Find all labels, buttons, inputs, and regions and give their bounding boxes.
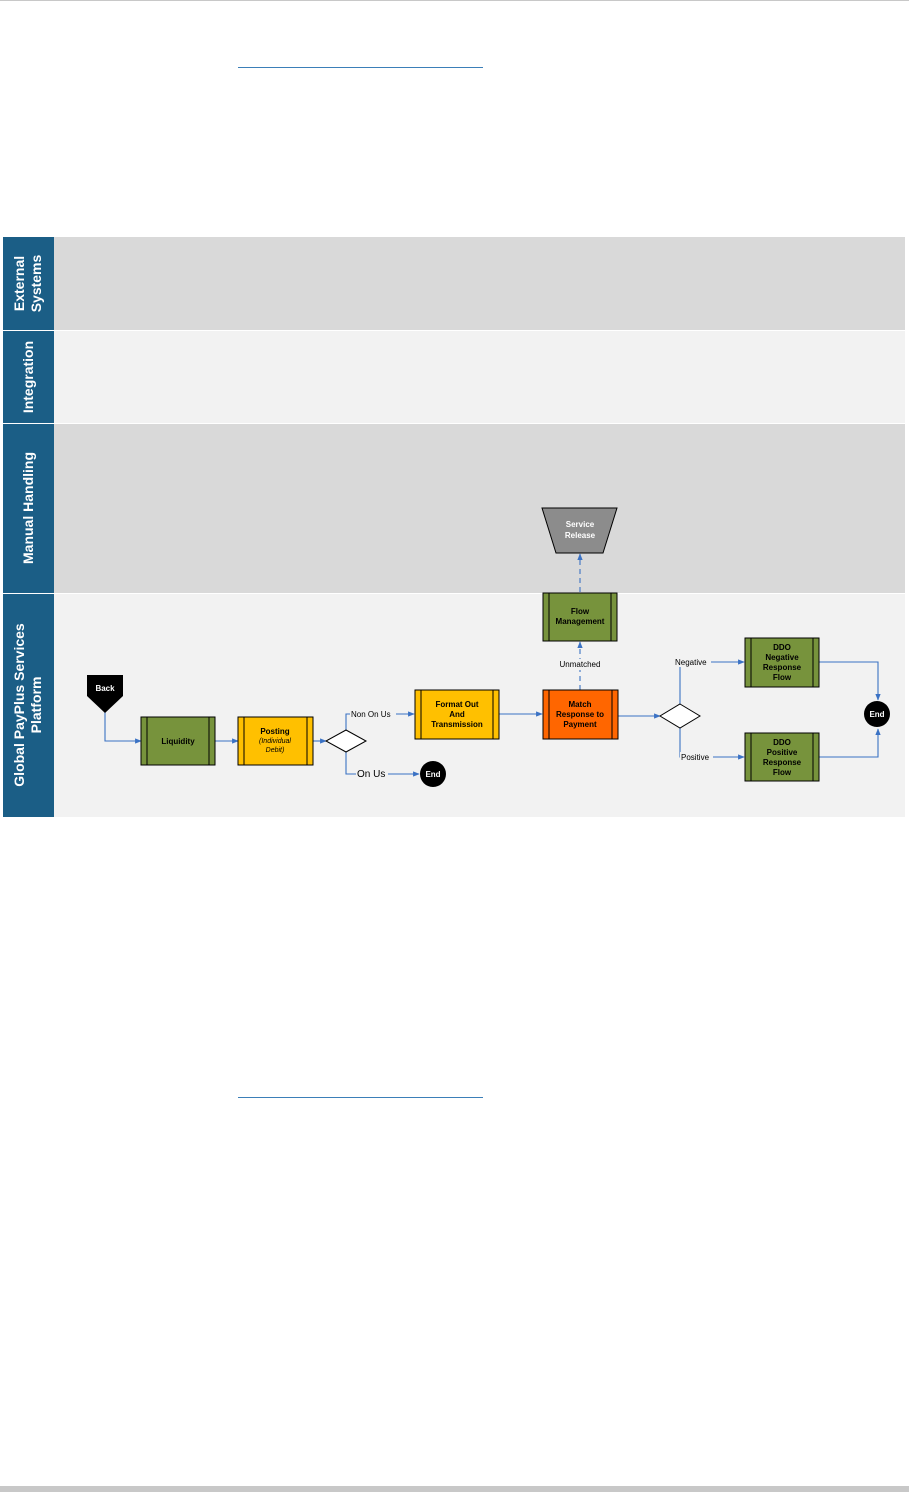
service-release-shape bbox=[541, 507, 618, 554]
lane-external-systems bbox=[54, 237, 905, 330]
back-connector bbox=[87, 675, 123, 713]
decision-on-us bbox=[324, 729, 368, 753]
edge-label-non-on-us: Non On Us bbox=[351, 710, 391, 719]
end-label-1: End bbox=[425, 770, 440, 779]
lane-label-integration: Integration bbox=[20, 341, 36, 413]
edge-negative-end bbox=[819, 661, 881, 701]
link-underline bbox=[238, 67, 483, 68]
liquidity-label: Liquidity bbox=[161, 737, 195, 746]
ddo-negative-box bbox=[744, 637, 820, 688]
edge-back-liquidity bbox=[104, 712, 142, 744]
end-label-2: End bbox=[869, 710, 884, 719]
ddo-negative-label-4: Flow bbox=[773, 673, 792, 682]
ddo-positive-label-1: DDO bbox=[773, 738, 791, 747]
lane-label-external-1: External bbox=[11, 256, 27, 311]
lane-label-external-2: Systems bbox=[28, 254, 44, 312]
edge-label-positive: Positive bbox=[681, 753, 710, 762]
top-divider bbox=[0, 0, 909, 1]
ddo-negative-label-2: Negative bbox=[765, 653, 799, 662]
lane-header-external bbox=[3, 237, 54, 330]
end-node-1 bbox=[420, 761, 446, 787]
ddo-positive-label-2: Positive bbox=[767, 748, 798, 757]
lane-manual-handling bbox=[54, 424, 905, 593]
match-label-2: Response to bbox=[556, 710, 604, 719]
format-out-box bbox=[414, 689, 500, 740]
link-underline bbox=[238, 1097, 483, 1098]
flow-management-label-2: Management bbox=[556, 617, 605, 626]
lane-header-integration bbox=[3, 331, 54, 423]
format-out-label-2: And bbox=[449, 710, 465, 719]
ddo-negative-label-1: DDO bbox=[773, 643, 791, 652]
flow-management-label-1: Flow bbox=[571, 607, 590, 616]
format-out-label-1: Format Out bbox=[435, 700, 478, 709]
lane-header-manual bbox=[3, 424, 54, 593]
lane-header-platform bbox=[3, 594, 54, 817]
lane-label-platform-1: Global PayPlus Services bbox=[11, 623, 27, 787]
decision-response bbox=[659, 703, 701, 729]
format-out-label-3: Transmission bbox=[431, 720, 483, 729]
ddo-positive-box bbox=[744, 732, 820, 782]
bottom-bar bbox=[0, 1486, 909, 1492]
posting-sublabel-1: (Individual bbox=[259, 738, 291, 745]
edge-label-negative: Negative bbox=[675, 658, 707, 667]
edge-positive-end bbox=[819, 728, 881, 758]
ddo-negative-label-3: Response bbox=[763, 663, 802, 672]
posting-sublabel-2: Debit) bbox=[266, 747, 285, 754]
edge-label-unmatched: Unmatched bbox=[560, 660, 601, 669]
ddo-positive-label-4: Flow bbox=[773, 768, 792, 777]
match-label-3: Payment bbox=[563, 720, 597, 729]
match-response-box bbox=[542, 689, 619, 740]
ddo-positive-label-3: Response bbox=[763, 758, 802, 767]
edge-on-us bbox=[345, 752, 420, 777]
liquidity-box bbox=[140, 716, 216, 766]
lane-label-platform-2: Platform bbox=[28, 677, 44, 734]
lane-integration bbox=[54, 331, 905, 423]
service-release-label-1: Service bbox=[566, 520, 595, 529]
match-label-1: Match bbox=[568, 700, 591, 709]
posting-label: Posting bbox=[260, 727, 289, 736]
edge-label-on-us: On Us bbox=[357, 769, 385, 780]
flow-management-box bbox=[542, 592, 618, 642]
end-node-2 bbox=[864, 701, 890, 727]
back-label: Back bbox=[95, 684, 115, 693]
posting-box bbox=[237, 716, 314, 766]
lane-label-manual: Manual Handling bbox=[20, 452, 36, 564]
service-release-label-2: Release bbox=[565, 531, 596, 540]
